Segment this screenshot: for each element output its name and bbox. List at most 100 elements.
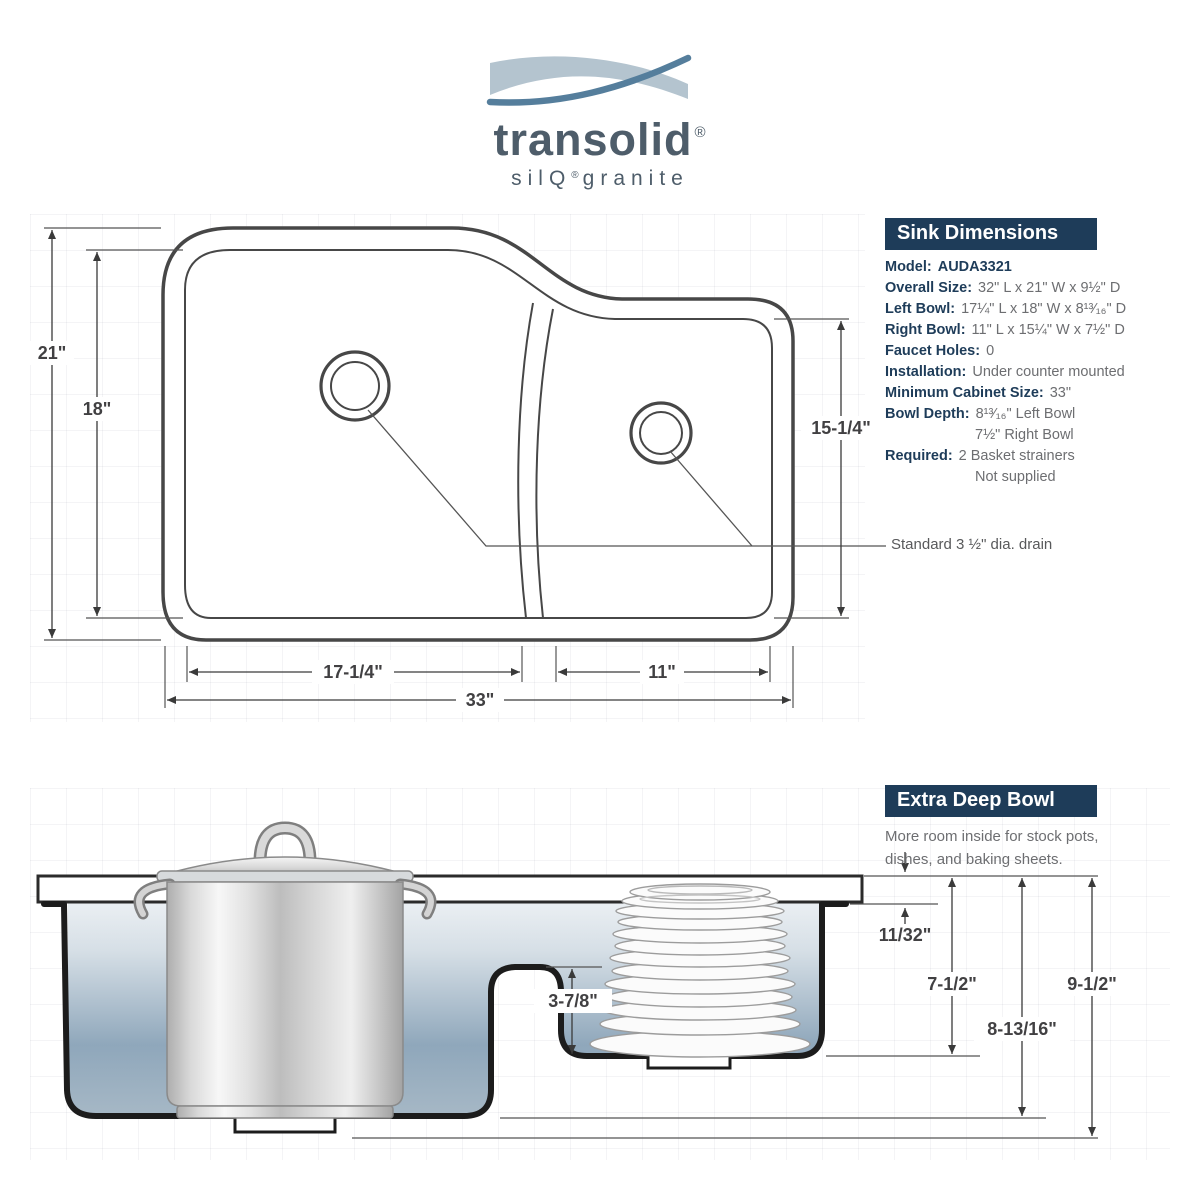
spec-value: 11" L x 15¼" W x 7½" D: [971, 322, 1125, 338]
pot-right-handle: [397, 881, 434, 917]
dim-label-bg: [974, 1017, 1070, 1041]
dim-label-11-32: 11/32": [879, 925, 932, 945]
dim-label-bg: [915, 972, 989, 996]
spec-value: 33": [1049, 385, 1071, 401]
pot-lid-dome: [165, 856, 405, 875]
dimension-overall-depth: 9-1/2": [1055, 878, 1129, 1136]
bowl-divider-left-line: [517, 302, 534, 619]
dim-label-3-78: 3-7/8": [548, 991, 598, 1011]
dimension-overall-height: 21": [30, 227, 161, 641]
spec-row-model: Model: AUDA3321: [885, 257, 1185, 278]
dimension-divider-to-bottom: 3-7/8": [534, 969, 612, 1054]
right-drain-inner-circle: [639, 411, 683, 455]
brand-silq-registered-mark: ®: [571, 170, 579, 181]
dim-label-bg: [30, 341, 74, 365]
spec-value: AUDA3321: [937, 259, 1012, 275]
dim-label-21: 21": [38, 343, 67, 363]
dimension-left-bowl-length: 17-1/4": [186, 646, 523, 684]
dim-label-bg: [456, 688, 504, 712]
dimension-overall-length: 33": [164, 646, 794, 712]
dimension-right-bowl-height: 15-1/4": [774, 318, 881, 619]
spec-row-faucet-holes: Faucet Holes: 0: [885, 341, 1185, 362]
extra-deep-bowl-header: Extra Deep Bowl: [885, 785, 1097, 817]
left-drain-outer-circle: [319, 350, 391, 422]
stock-pot-illustration: [133, 821, 437, 1119]
left-drain-inner-circle: [330, 361, 380, 411]
dim-label-7-12: 7-1/2": [927, 974, 977, 994]
pot-foot: [176, 1105, 394, 1119]
dim-label-bg: [1055, 972, 1129, 996]
dimension-left-bowl-width: 18": [75, 249, 183, 619]
extra-deep-bowl-panel: Extra Deep Bowl More room inside for sto…: [885, 785, 1185, 871]
sink-inner-rim: [184, 249, 773, 619]
dimension-right-bowl-depth: 7-1/2": [915, 878, 989, 1054]
spec-value-line2: Not supplied: [975, 469, 1056, 485]
pot-left-handle: [136, 881, 173, 917]
spec-label: Faucet Holes:: [885, 343, 981, 359]
brand-silq-text: silQ: [511, 167, 572, 190]
spec-label: Model:: [885, 259, 932, 275]
plate-inner-rim: [639, 894, 761, 904]
dim-label-18: 18": [83, 399, 112, 419]
spec-value: Under counter mounted: [972, 364, 1125, 380]
brand-name: transolid®: [420, 110, 780, 163]
spec-label: Minimum Cabinet Size:: [885, 385, 1044, 401]
bowl-divider-right-line: [535, 308, 554, 619]
dim-label-9-12: 9-1/2": [1067, 974, 1117, 994]
dimension-reveal: 11/32": [879, 852, 932, 945]
right-drain-outer-circle: [629, 401, 693, 465]
spec-row-left-bowl: Left Bowl: 17¼" L x 18" W x 8¹³⁄₁₆" D: [885, 299, 1185, 320]
plate-stack-illustration: [589, 883, 811, 1058]
dimension-left-bowl-depth: 8-13/16": [974, 878, 1070, 1116]
dim-label-8-1316: 8-13/16": [987, 1019, 1057, 1039]
brand-logo: transolid® silQ®granite: [420, 110, 780, 191]
brand-granite-text: granite: [582, 167, 689, 190]
dimension-right-bowl-length: 11": [555, 646, 771, 684]
spec-label: Left Bowl:: [885, 301, 956, 317]
swoosh-wave-line: [486, 54, 692, 106]
extra-deep-line-1: More room inside for stock pots,: [885, 828, 1099, 845]
spec-row-overall-size: Overall Size: 32" L x 21" W x 9½" D: [885, 278, 1185, 299]
spec-label: Overall Size:: [885, 280, 973, 296]
pot-body: [166, 881, 404, 1107]
sink-outer-rim: [161, 226, 795, 642]
pot-lid-rim: [156, 870, 414, 883]
spec-label: Required:: [885, 448, 953, 464]
dim-label-bg: [640, 660, 684, 684]
sink-dimensions-header: Sink Dimensions: [885, 218, 1097, 250]
lid-handle: [256, 823, 314, 866]
spec-value: 17¼" L x 18" W x 8¹³⁄₁₆" D: [961, 301, 1127, 317]
spec-value-line2: 7½" Right Bowl: [975, 427, 1074, 443]
right-drain-leader-line: [669, 450, 753, 547]
dim-label-bg: [75, 397, 119, 421]
plate-inner-rim: [647, 885, 753, 895]
dim-label-17-14: 17-1/4": [323, 662, 383, 682]
dim-label-bg: [801, 416, 881, 440]
brand-name-text: transolid: [493, 114, 693, 165]
extra-deep-line-2: dishes, and baking sheets.: [885, 851, 1063, 868]
sink-shell: [41, 901, 849, 1119]
spec-value: 8¹³⁄₁₆" Left Bowl: [975, 406, 1076, 422]
spec-value: 0: [986, 343, 995, 359]
brand-swoosh: [486, 54, 692, 106]
spec-row-bowl-depth: Bowl Depth: 8¹³⁄₁₆" Left Bowl 7½" Right Bo…: [885, 404, 1185, 446]
brand-registered-mark: ®: [694, 124, 707, 141]
spec-value: 2 Basket strainers: [958, 448, 1075, 464]
sink-cross-section-diagram: 11/32" 3-7/8" 7-1/2" 8-13/16" 9-1/2": [36, 821, 1129, 1139]
dim-label-33: 33": [466, 690, 495, 710]
spec-row-installation: Installation: Under counter mounted: [885, 362, 1185, 383]
dim-label-11: 11": [648, 662, 676, 682]
spec-label: Installation:: [885, 364, 967, 380]
spec-label: Bowl Depth:: [885, 406, 970, 422]
dim-label-bg: [312, 660, 394, 684]
dim-label-15-14: 15-1/4": [811, 418, 871, 438]
dim-label-bg: [534, 989, 612, 1013]
sink-top-view-diagram: 21" 18" 15-1/4" 17-1/4": [30, 226, 886, 712]
spec-row-right-bowl: Right Bowl: 11" L x 15¼" W x 7½" D: [885, 320, 1185, 341]
drain-annotation: Standard 3 ½" dia. drain: [891, 536, 1053, 553]
spec-label: Right Bowl:: [885, 322, 966, 338]
brand-subline: silQ®granite: [420, 167, 780, 191]
spec-value: 32" L x 21" W x 9½" D: [978, 280, 1121, 296]
